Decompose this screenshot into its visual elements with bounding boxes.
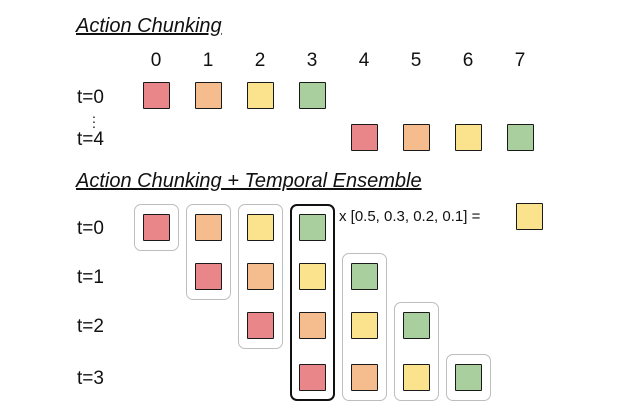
temporal-ensemble-title: Action Chunking + Temporal Ensemble	[76, 170, 422, 192]
active-timestep-group	[289, 204, 335, 401]
action-square-green	[298, 214, 326, 241]
action-square-green	[350, 263, 378, 290]
ensemble-row-label-t2: t=2	[77, 316, 104, 337]
timestep-group-1	[185, 204, 231, 300]
action-square-yellow	[350, 312, 378, 339]
ensemble-row-label-t0: t=0	[77, 218, 104, 239]
timestep-group-2	[237, 204, 283, 349]
action-square-green	[298, 82, 326, 109]
action-square-yellow	[298, 263, 326, 290]
timestep-group-6	[445, 354, 491, 401]
timestep-index-2: 2	[254, 50, 266, 71]
ensemble-row-label-t1: t=1	[77, 267, 104, 288]
action-square-orange	[246, 263, 274, 290]
action-square-red	[142, 214, 170, 241]
action-square-yellow	[246, 82, 274, 109]
action-square-yellow	[454, 124, 482, 151]
timestep-group-4	[341, 253, 387, 401]
timestep-group-0	[133, 204, 179, 251]
action-chunking-title: Action Chunking	[76, 15, 222, 37]
action-square-red	[350, 124, 378, 151]
action-square-yellow	[402, 364, 430, 391]
action-square-red	[194, 263, 222, 290]
action-square-red	[246, 312, 274, 339]
action-square-orange	[350, 364, 378, 391]
action-square-green	[402, 312, 430, 339]
ensemble-row-label-t3: t=3	[77, 368, 104, 389]
timestep-index-6: 6	[462, 50, 474, 71]
timestep-index-0: 0	[150, 50, 162, 71]
ensemble-result-square	[516, 203, 543, 230]
action-square-red	[298, 364, 326, 391]
timestep-index-3: 3	[306, 50, 318, 71]
action-square-yellow	[246, 214, 274, 241]
timestep-group-5	[393, 302, 439, 401]
chunk-row-label-t4: t=4	[77, 129, 104, 150]
action-square-red	[142, 82, 170, 109]
vertical-ellipsis: ···	[91, 108, 97, 134]
action-square-green	[506, 124, 534, 151]
action-square-orange	[194, 82, 222, 109]
action-square-orange	[402, 124, 430, 151]
timestep-index-1: 1	[202, 50, 214, 71]
timestep-index-7: 7	[514, 50, 526, 71]
action-square-orange	[298, 312, 326, 339]
chunk-row-label-t0: t=0	[77, 87, 104, 108]
action-square-green	[454, 364, 482, 391]
timestep-index-5: 5	[410, 50, 422, 71]
timestep-index-4: 4	[358, 50, 370, 71]
action-square-orange	[194, 214, 222, 241]
ensemble-weights-formula: x [0.5, 0.3, 0.2, 0.1] =	[339, 208, 481, 225]
